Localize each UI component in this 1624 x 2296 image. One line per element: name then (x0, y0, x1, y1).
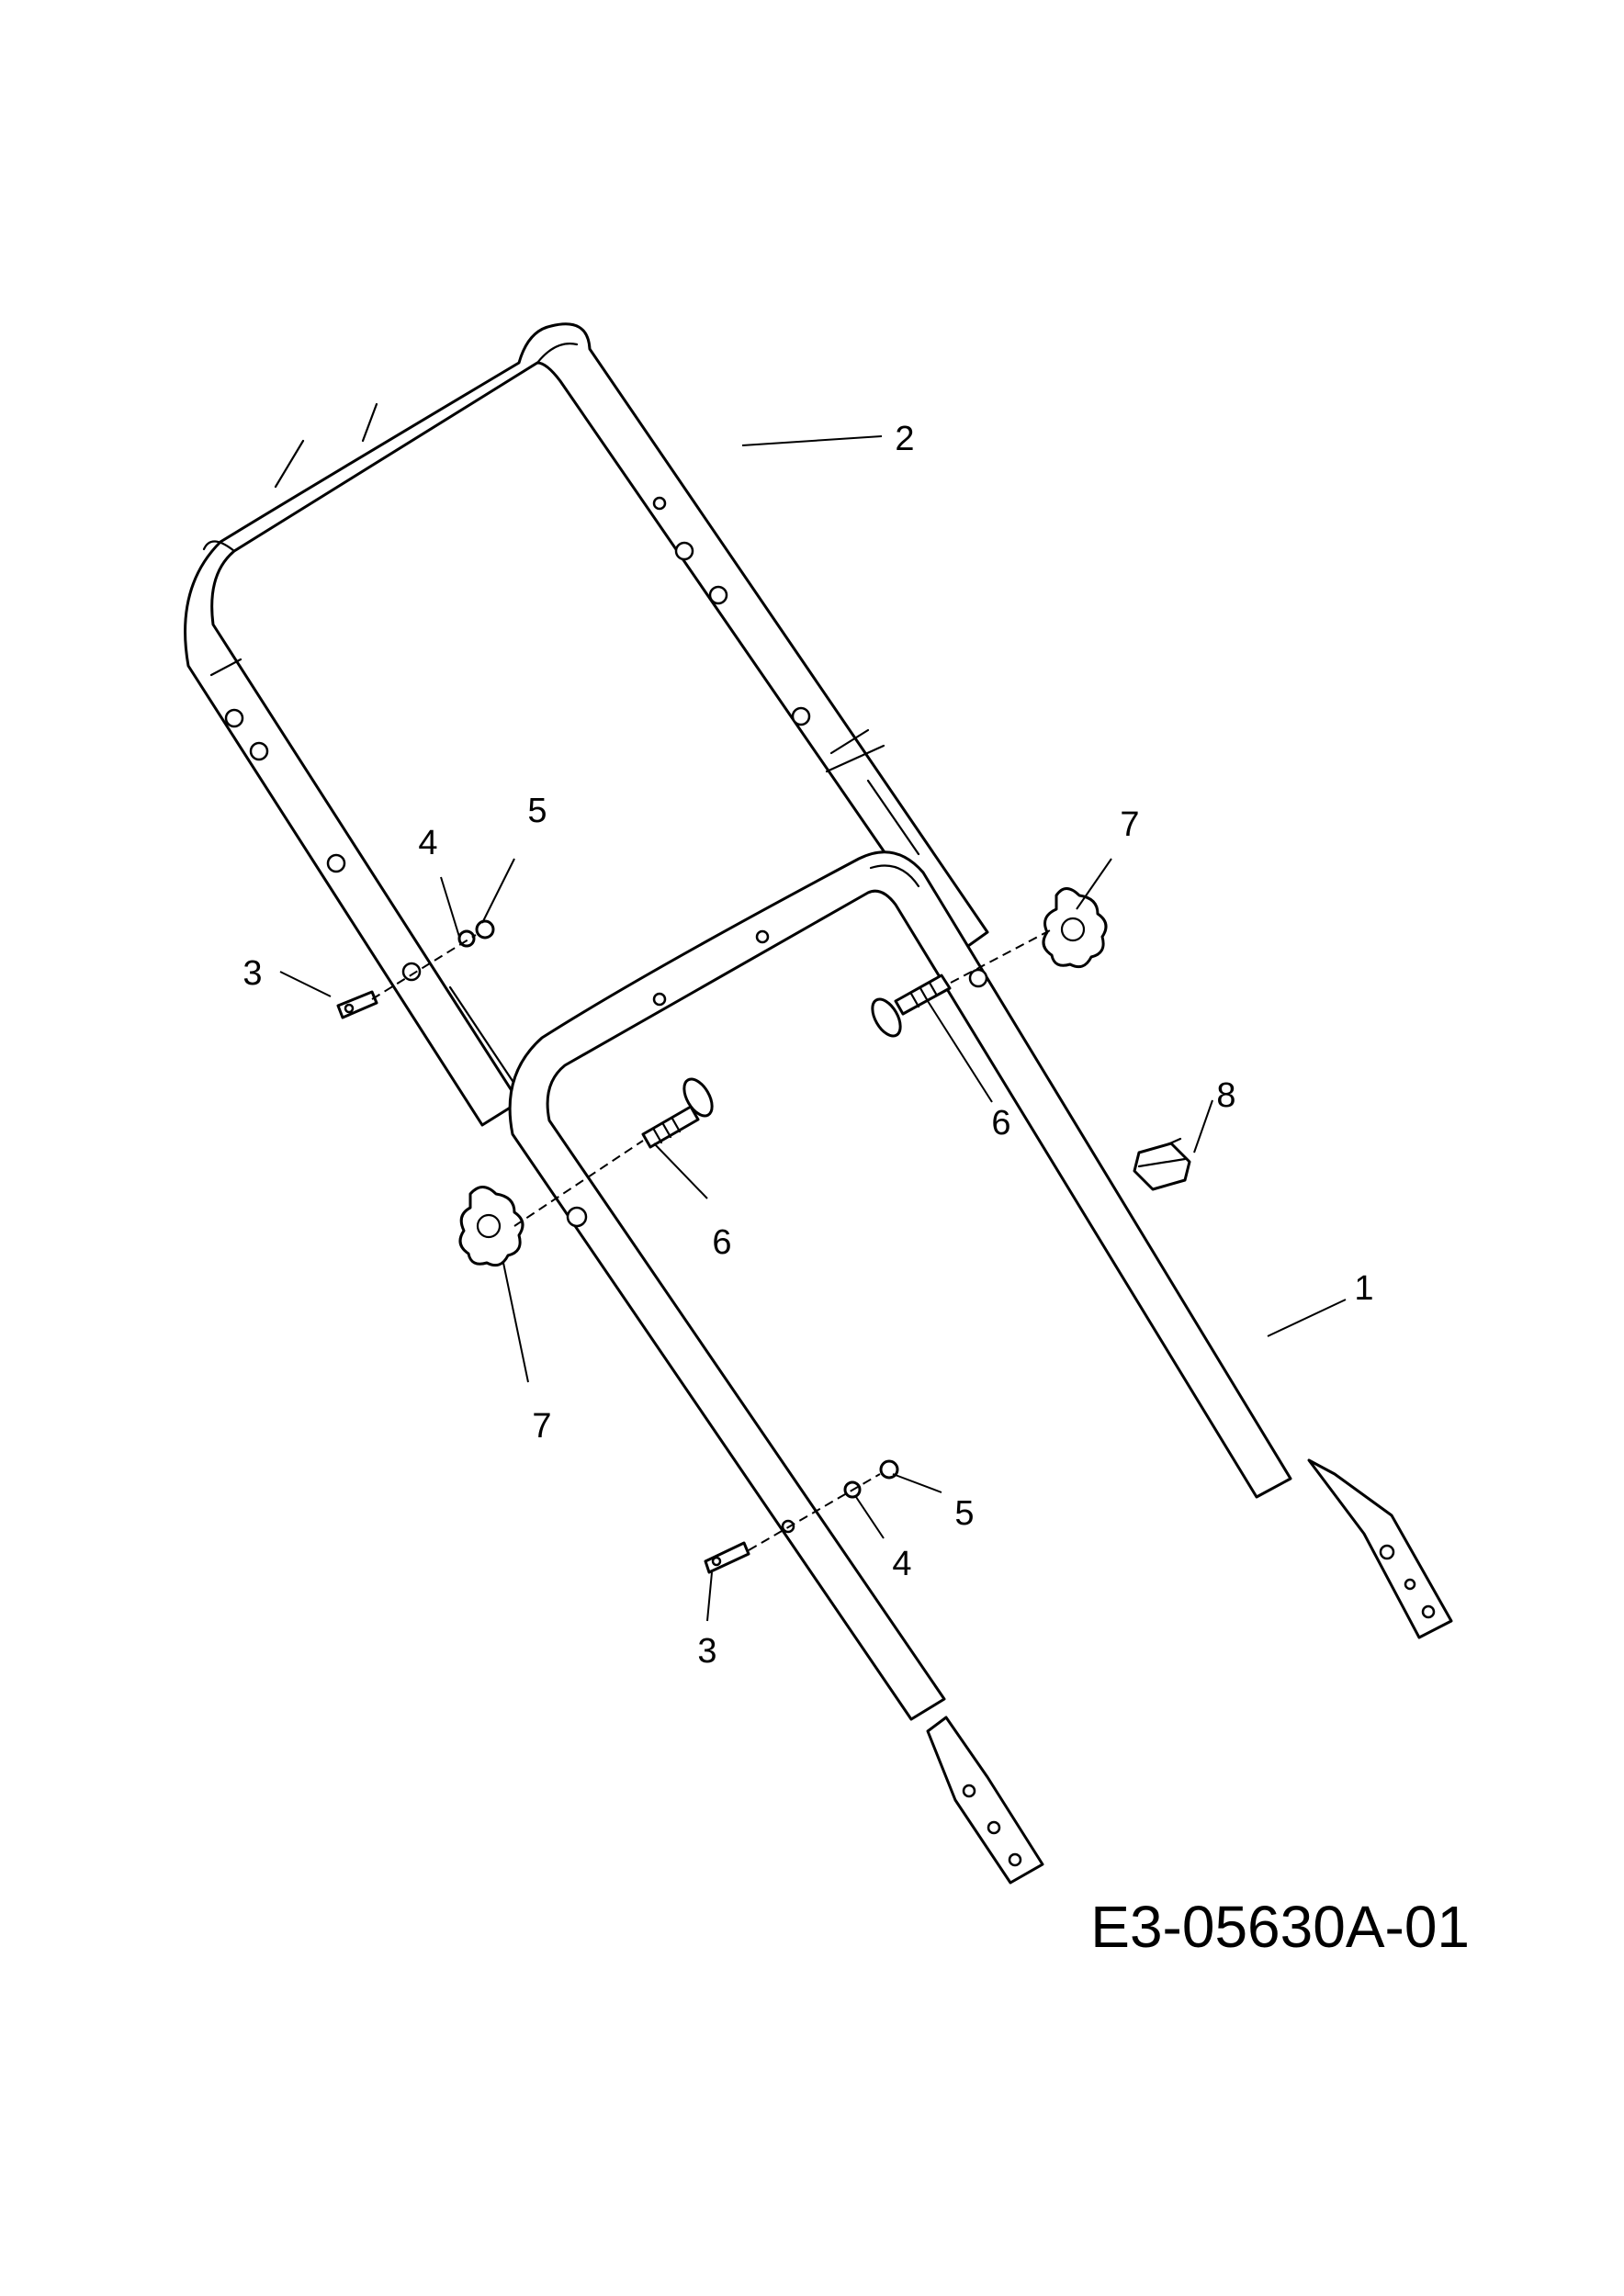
nut-upper (475, 919, 495, 940)
pin-lower (704, 1541, 750, 1574)
lower-handle (508, 850, 1292, 1721)
callout-8: 8 (1216, 1076, 1235, 1115)
carriage-bolt-left (641, 1077, 714, 1149)
callout-2: 2 (895, 420, 914, 458)
pin-upper (336, 990, 378, 1019)
callout-7-right: 7 (1120, 805, 1139, 844)
cable-clip (1133, 1142, 1191, 1191)
assembly-axis-lines (371, 929, 1053, 1551)
upper-handle-holes (224, 496, 811, 873)
callout-6-left: 6 (712, 1223, 731, 1262)
callout-5-upper: 5 (527, 792, 547, 830)
callout-1: 1 (1354, 1269, 1373, 1308)
callout-4-lower: 4 (892, 1545, 911, 1583)
drawing-number: E3-05630A-01 (1090, 1894, 1470, 1960)
lower-handle-holes (401, 929, 988, 1534)
leader-lines (279, 435, 1347, 1622)
callout-5-lower: 5 (954, 1494, 974, 1533)
lower-handle-right-bracket (1307, 1458, 1453, 1639)
callout-3-upper: 3 (242, 954, 262, 993)
star-knob-left (458, 1186, 524, 1267)
callout-3-lower: 3 (697, 1632, 716, 1671)
callout-4-upper: 4 (418, 824, 437, 862)
callout-7-left: 7 (532, 1407, 551, 1446)
callout-6-right: 6 (991, 1104, 1010, 1142)
carriage-bolt-right (871, 974, 952, 1038)
lower-handle-left-bracket (926, 1716, 1044, 1885)
upper-handle (184, 322, 989, 1127)
star-knob-right (1042, 887, 1108, 969)
